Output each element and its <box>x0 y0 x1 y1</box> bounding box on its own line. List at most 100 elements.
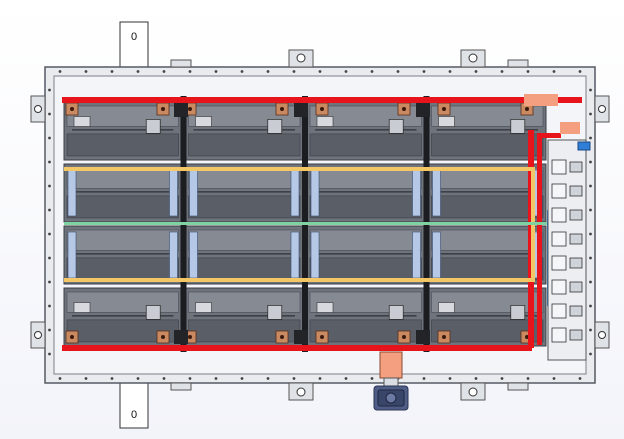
frame-bolt <box>589 280 592 284</box>
frame-bolt <box>48 352 51 356</box>
frame-bolt <box>48 88 51 92</box>
bms-fuse <box>569 161 583 173</box>
battery-module <box>185 287 304 347</box>
module-vent <box>169 169 178 217</box>
battery-module <box>63 225 182 285</box>
battery-module <box>185 225 304 285</box>
frame-bolt <box>48 328 51 332</box>
frame-bolt <box>48 304 51 308</box>
left-ear-top <box>30 95 46 123</box>
frame-bolt <box>188 377 192 380</box>
bms-fuse <box>569 233 583 245</box>
mid-interconnect <box>64 222 548 225</box>
bms-fuse <box>569 209 583 221</box>
bms-relay <box>551 207 567 223</box>
frame-bolt <box>58 377 62 380</box>
terminal-bolt <box>161 107 165 111</box>
frame-bolt <box>48 136 51 140</box>
module-clip <box>73 116 91 127</box>
main-connector <box>373 351 409 411</box>
module-clip <box>195 302 212 313</box>
module-clip <box>73 302 91 313</box>
bms-fuse <box>569 257 583 269</box>
bms-feed-riser <box>537 133 542 345</box>
module-vent <box>412 231 421 279</box>
frame-bolt <box>136 70 140 73</box>
battery-module <box>63 101 182 161</box>
frame-bolt <box>188 70 192 73</box>
bms-relay <box>551 231 567 247</box>
terminal-bolt <box>280 107 284 111</box>
module-vent <box>290 169 300 217</box>
module-clip <box>195 116 212 127</box>
frame-bolt <box>589 328 592 332</box>
frame-bolt <box>292 377 296 380</box>
frame-bolt <box>110 377 114 380</box>
frame-bolt <box>48 280 51 284</box>
frame-bolt <box>110 70 114 73</box>
frame-bolt <box>344 70 348 73</box>
module-clip <box>145 304 161 320</box>
frame-bolt <box>292 70 296 73</box>
bms-tray <box>547 139 587 361</box>
separator-clamp <box>416 330 430 344</box>
module-vent <box>67 231 77 279</box>
top-mount-tab: 0 <box>119 21 149 71</box>
battery-module <box>63 163 182 223</box>
frame-bolt <box>589 184 592 188</box>
lower-sense-harness <box>64 278 534 282</box>
frame-bolt <box>266 70 270 73</box>
bms-fuse <box>569 329 583 341</box>
frame-bolt <box>318 70 322 73</box>
module-clip <box>510 304 526 320</box>
right-ear-top <box>594 95 610 123</box>
frame-bolt <box>589 304 592 308</box>
separator-clamp <box>294 330 308 344</box>
bms-fuse <box>569 281 583 293</box>
bms-relay <box>551 303 567 319</box>
battery-module <box>306 225 425 285</box>
top-connector-block <box>524 94 558 106</box>
module-clip <box>145 119 161 134</box>
bottom-bracket-1 <box>170 382 192 391</box>
bottom-mount-tab-label: 0 <box>131 409 137 421</box>
bms-fuse <box>569 305 583 317</box>
frame-bolt <box>589 112 592 116</box>
terminal-bolt <box>402 107 406 111</box>
battery-module <box>306 101 425 161</box>
bms-relay <box>551 183 567 199</box>
bottom-bracket-4 <box>507 382 529 391</box>
frame-bolt <box>474 70 478 73</box>
frame-bolt <box>48 208 51 212</box>
frame-bolt <box>240 70 244 73</box>
bms-fuse <box>569 185 583 197</box>
module-vent <box>310 169 320 217</box>
terminal-bolt <box>320 335 324 339</box>
frame-bolt <box>48 160 51 164</box>
module-clip <box>510 119 526 134</box>
frame-bolt <box>344 377 348 380</box>
right-ear-bottom <box>594 321 610 349</box>
frame-bolt <box>500 70 504 73</box>
bottom-bracket-2 <box>288 382 314 401</box>
frame-bolt <box>58 70 62 73</box>
module-vent <box>169 231 178 279</box>
frame-bolt <box>589 256 592 260</box>
terminal-bolt <box>442 335 446 339</box>
battery-module <box>185 163 304 223</box>
bms-relay <box>551 255 567 271</box>
frame-bolt <box>500 377 504 380</box>
frame-bolt <box>474 377 478 380</box>
frame-bolt <box>396 70 400 73</box>
frame-bolt <box>318 377 322 380</box>
battery-module <box>428 225 547 285</box>
upper-sense-harness <box>64 167 534 171</box>
module-vent <box>67 169 77 217</box>
terminal-bolt <box>320 107 324 111</box>
terminal-bolt <box>161 335 165 339</box>
module-clip <box>267 119 283 134</box>
battery-module <box>306 163 425 223</box>
frame-bolt <box>84 377 88 380</box>
module-vent <box>432 231 441 279</box>
